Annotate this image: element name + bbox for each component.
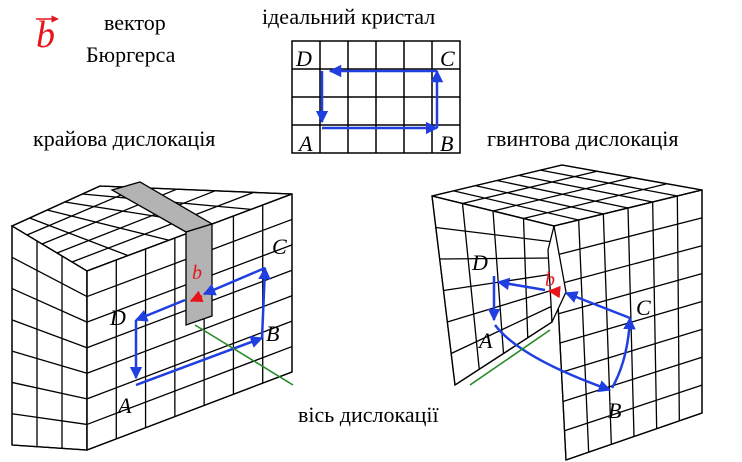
edge-label-A: A	[118, 393, 132, 418]
screw-label-C: C	[636, 295, 651, 320]
ideal-label-D: D	[296, 46, 312, 71]
screw-label-D: D	[472, 250, 488, 275]
edge-burgers-label: b	[192, 262, 202, 284]
ideal-title: ідеальний кристал	[262, 4, 436, 29]
screw-burgers-label: b	[545, 269, 555, 291]
edge-dislocation-block	[10, 181, 293, 451]
screw-right-face	[553, 189, 703, 461]
edge-dislocation-axis	[194, 324, 294, 386]
legend-line2: Бюргерса	[86, 42, 176, 67]
edge-label-D: D	[110, 305, 126, 330]
screw-circuit	[487, 276, 636, 393]
screw-label-B: B	[608, 398, 622, 423]
screw-dislocation-block	[431, 164, 703, 461]
edge-circuit	[129, 266, 271, 387]
screw-label-A: A	[479, 328, 493, 353]
legend-line1: вектор	[104, 10, 166, 35]
ideal-label-C: C	[440, 46, 455, 71]
edge-label-C: C	[272, 234, 287, 259]
edge-left-face	[11, 224, 88, 451]
screw-dislocation-axis	[469, 329, 551, 386]
edge-label-B: B	[266, 321, 280, 346]
edge-title: крайова дислокація	[33, 126, 216, 151]
legend-burgers-symbol: b	[36, 14, 55, 56]
ideal-label-B: B	[440, 131, 454, 156]
ideal-label-A: A	[299, 131, 313, 156]
screw-title: гвинтова дислокація	[487, 126, 679, 151]
ideal-crystal-grid	[291, 40, 461, 154]
ideal-circuit	[315, 64, 444, 135]
axis-label: вісь дислокації	[298, 402, 439, 427]
